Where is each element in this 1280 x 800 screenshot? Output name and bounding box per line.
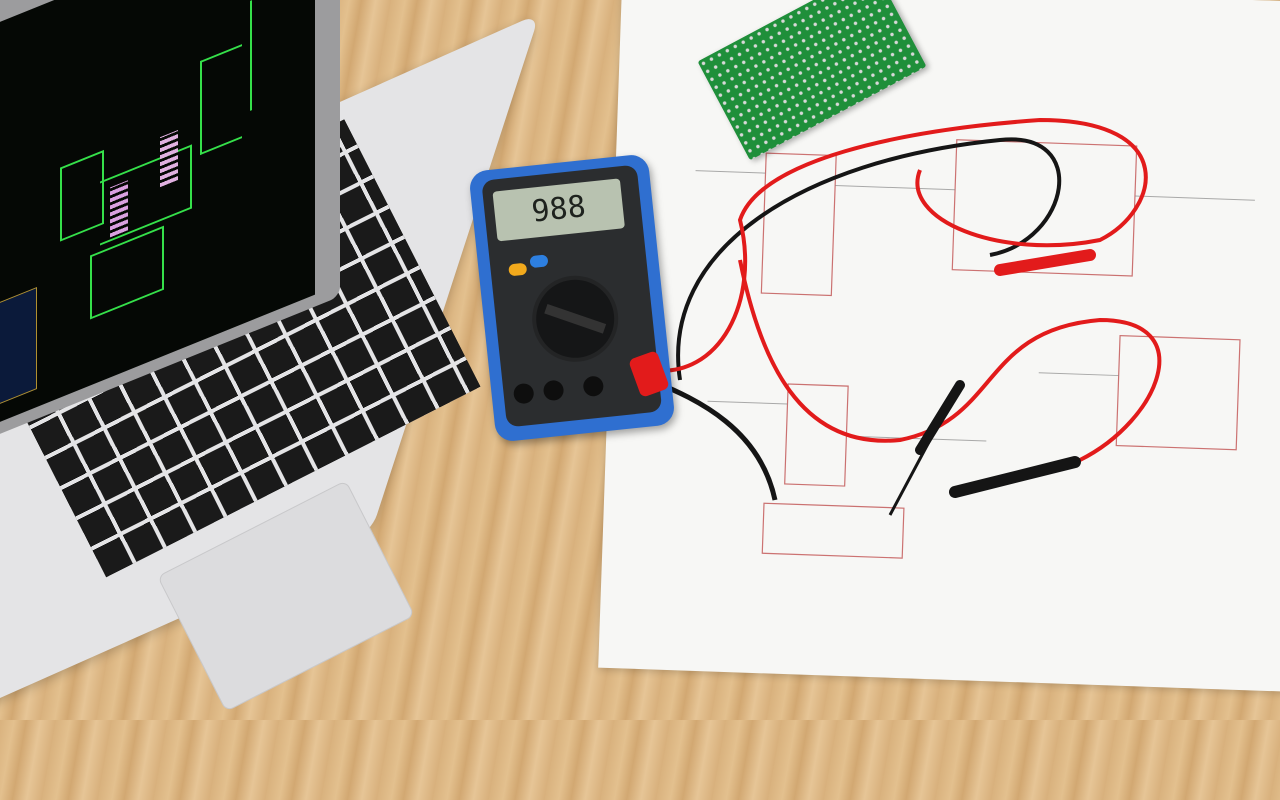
rotary-selector-dial[interactable] (532, 275, 619, 362)
input-jack (582, 375, 605, 398)
digital-multimeter: 988 (468, 153, 676, 443)
multimeter-display: 988 (492, 178, 625, 242)
blue-function-button[interactable] (529, 254, 549, 269)
input-jack (512, 382, 535, 405)
input-jack (542, 379, 565, 402)
yellow-function-button[interactable] (508, 262, 528, 277)
